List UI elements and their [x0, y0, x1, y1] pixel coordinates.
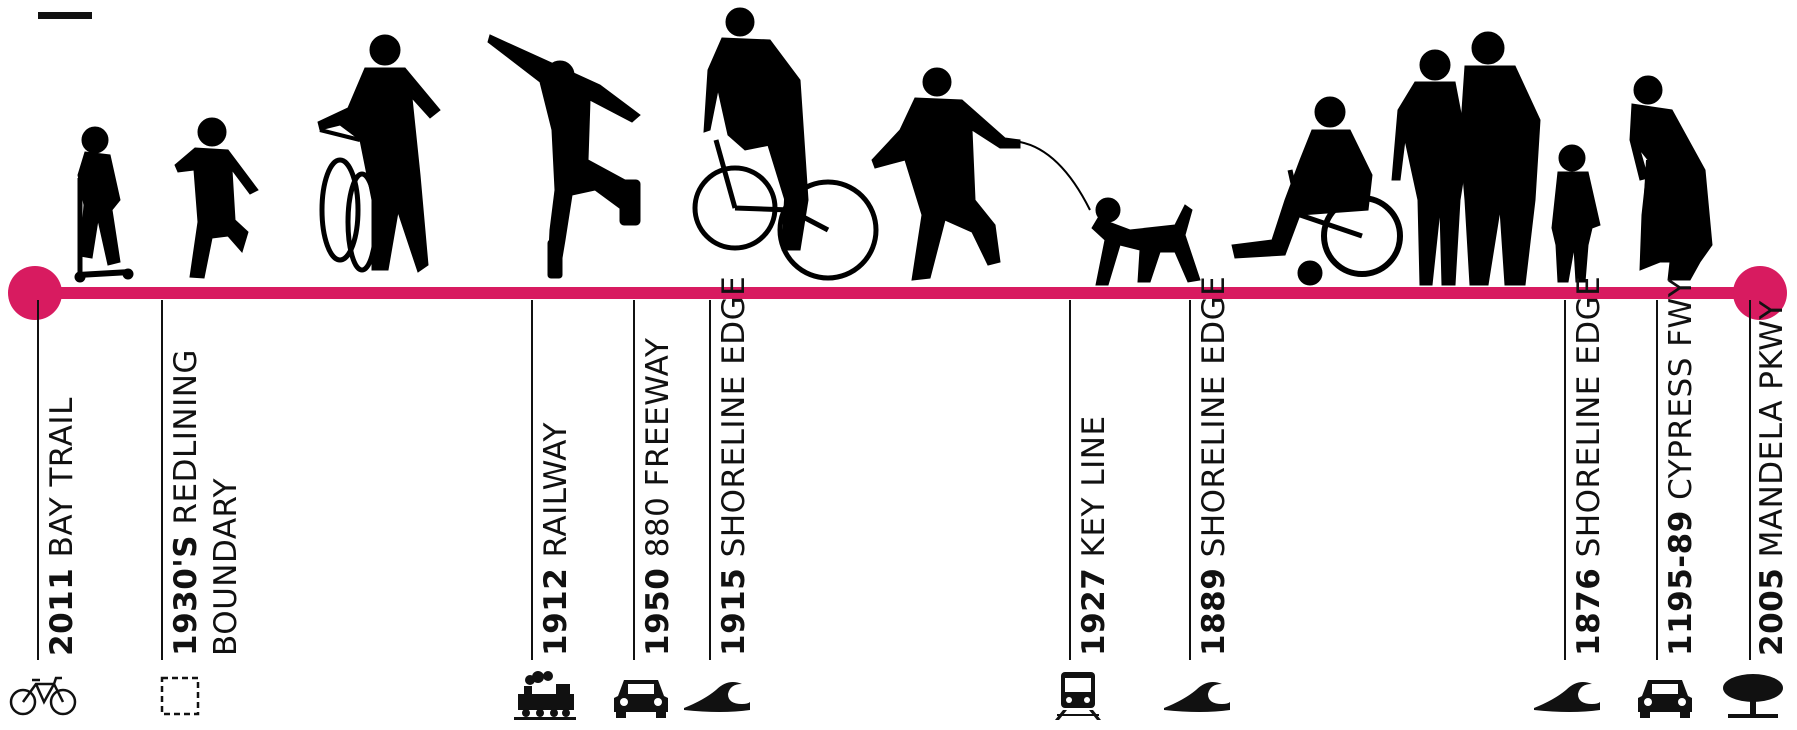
- tick-shoreline-1876: [1564, 300, 1566, 660]
- tick-redlining: [161, 300, 163, 660]
- tram-icon: [1055, 672, 1101, 720]
- axis-end-dot: [1733, 266, 1787, 320]
- jogger-figure: [871, 67, 1091, 281]
- label-redlining: 1930'S REDLINING BOUNDARY: [168, 349, 244, 656]
- label-880-freeway: 1950 880 FREEWAY: [640, 337, 676, 656]
- scale-bar: [38, 12, 92, 19]
- elder-figure: [1629, 75, 1713, 281]
- toddler-figure: [1551, 144, 1601, 283]
- label-shoreline-1889: 1889 SHORELINE EDGE: [1196, 275, 1232, 656]
- rollerblader-figure: [487, 34, 641, 279]
- wave-icon: [1534, 682, 1600, 712]
- label-shoreline-1876: 1876 SHORELINE EDGE: [1571, 275, 1607, 656]
- car-icon: [614, 680, 668, 718]
- wave-icon: [684, 682, 750, 712]
- wheelchair-user-figure: [1231, 96, 1403, 286]
- scooter-kid-figure: [74, 126, 134, 283]
- timeline-axis: [40, 287, 1760, 299]
- tick-shoreline-1889: [1189, 300, 1191, 660]
- steam-train-icon: [514, 671, 576, 720]
- tick-mandela-pkwy: [1749, 300, 1751, 660]
- label-mandela-pkwy: 2005 MANDELA PKWY: [1754, 300, 1790, 656]
- woman-with-bike-figure: [317, 34, 441, 273]
- tick-880-freeway: [633, 300, 635, 660]
- cyclist-figure: [692, 7, 879, 281]
- label-railway: 1912 RAILWAY: [538, 422, 574, 656]
- wave-icon: [1164, 682, 1230, 712]
- people-silhouettes: [74, 7, 1713, 286]
- couple-walking-figure: [1391, 31, 1541, 286]
- label-cypress-fwy: 1195-89 CYPRESS FWY: [1663, 277, 1699, 656]
- label-shoreline-1915: 1915 SHORELINE EDGE: [716, 275, 752, 656]
- tick-bay-trail: [37, 300, 39, 660]
- tick-railway: [531, 300, 533, 660]
- tree-icon: [1723, 674, 1783, 718]
- car-icon: [1638, 680, 1692, 718]
- axis-start-dot: [8, 266, 62, 320]
- running-kid-figure: [174, 117, 259, 279]
- tick-cypress-fwy: [1656, 300, 1658, 660]
- tick-key-line: [1069, 300, 1071, 660]
- dashed-square-icon: [160, 676, 200, 716]
- dog-figure: [1091, 197, 1201, 286]
- bicycle-icon: [9, 676, 77, 716]
- label-bay-trail: 2011 BAY TRAIL: [44, 397, 80, 656]
- tick-shoreline-1915: [709, 300, 711, 660]
- label-key-line: 1927 KEY LINE: [1076, 415, 1112, 656]
